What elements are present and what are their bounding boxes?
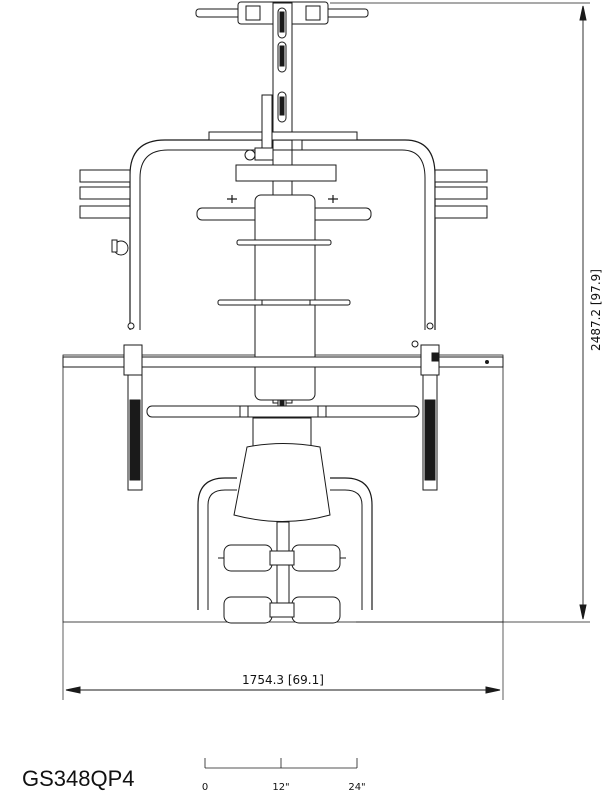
- scale-tick-label-0: 0: [202, 782, 208, 792]
- height-dimension-line: [330, 2, 590, 623]
- right-upright-with-rack-holes: [422, 374, 438, 491]
- leg-roller-pads: [218, 544, 346, 624]
- height-dimension-label: 2487.2 [97.9]: [589, 269, 603, 351]
- right-plate-horns: [434, 169, 488, 219]
- width-dimension-label: 1754.3 [69.1]: [242, 673, 324, 687]
- model-number: GS348QP4: [22, 766, 135, 791]
- scale-tick-label-12: 12": [272, 782, 289, 792]
- weight-stack-and-back-pad: [196, 164, 372, 401]
- scale-tick-label-24: 24": [348, 782, 365, 792]
- left-upright-with-rack-holes: [127, 374, 143, 491]
- left-plate-horns: [79, 169, 131, 256]
- main-arch-frame: [129, 94, 436, 330]
- width-dimension-line: [62, 622, 504, 700]
- top-pulley-crossbar: [195, 1, 369, 25]
- seat-assembly: [197, 417, 373, 618]
- scale-bar: [204, 758, 358, 769]
- horizontal-bar: [62, 322, 504, 376]
